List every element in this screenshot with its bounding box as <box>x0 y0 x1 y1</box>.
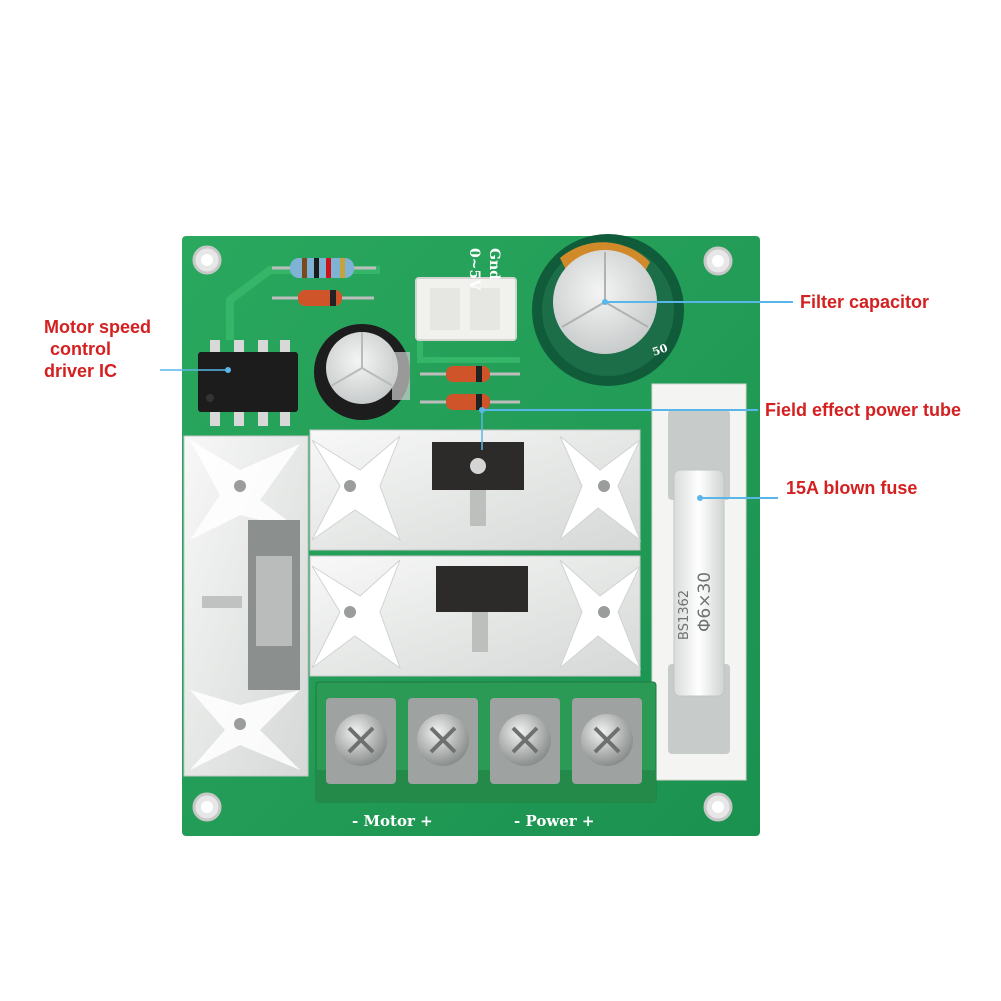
motor-ic-callout-line-2: control <box>50 339 111 359</box>
motor-terminal-label: - Motor + <box>352 812 433 830</box>
power-terminal-label: - Power + <box>514 812 594 830</box>
terminal-block <box>315 681 657 803</box>
filter-capacitor-callout: Filter capacitor <box>800 292 930 312</box>
fet-leader <box>482 409 758 411</box>
input-label-range: 0~5V <box>466 248 482 291</box>
capacitor-mark: 50 <box>651 341 670 359</box>
upper-fet-heatsink <box>309 429 642 551</box>
signal-diodes <box>420 366 520 410</box>
filter-capacitor-leader <box>605 301 793 303</box>
filter-capacitor: 50 <box>532 234 684 386</box>
left-heatsink <box>183 435 309 777</box>
fet-callout: Field effect power tube <box>765 400 962 420</box>
motor-speed-driver-ic <box>198 340 298 426</box>
terminal-screw-2 <box>408 698 478 784</box>
motor-ic-callout-line-1: Motor speed <box>44 317 152 337</box>
terminal-screw-1 <box>326 698 396 784</box>
fuse-text-rating: BS1362 <box>677 590 692 640</box>
motor-ic-callout: Motor speed control driver IC <box>44 316 184 382</box>
terminal-screw-3 <box>490 698 560 784</box>
terminal-screw-4 <box>572 698 642 784</box>
fuse-callout: 15A blown fuse <box>786 478 918 498</box>
mounting-holes <box>192 245 733 822</box>
input-connector: 0~5V Gnd <box>415 248 517 341</box>
fuse-leader <box>700 497 778 499</box>
fuse-text-size: Φ6×30 <box>695 572 715 632</box>
input-label-gnd: Gnd <box>486 248 502 280</box>
lower-fet-heatsink <box>309 555 642 677</box>
fuse: BS1362 Φ6×30 <box>651 383 747 781</box>
small-electrolytic-capacitor <box>314 324 410 420</box>
motor-ic-callout-line-3: driver IC <box>44 361 118 381</box>
diode <box>272 290 374 306</box>
resistor <box>272 258 376 278</box>
